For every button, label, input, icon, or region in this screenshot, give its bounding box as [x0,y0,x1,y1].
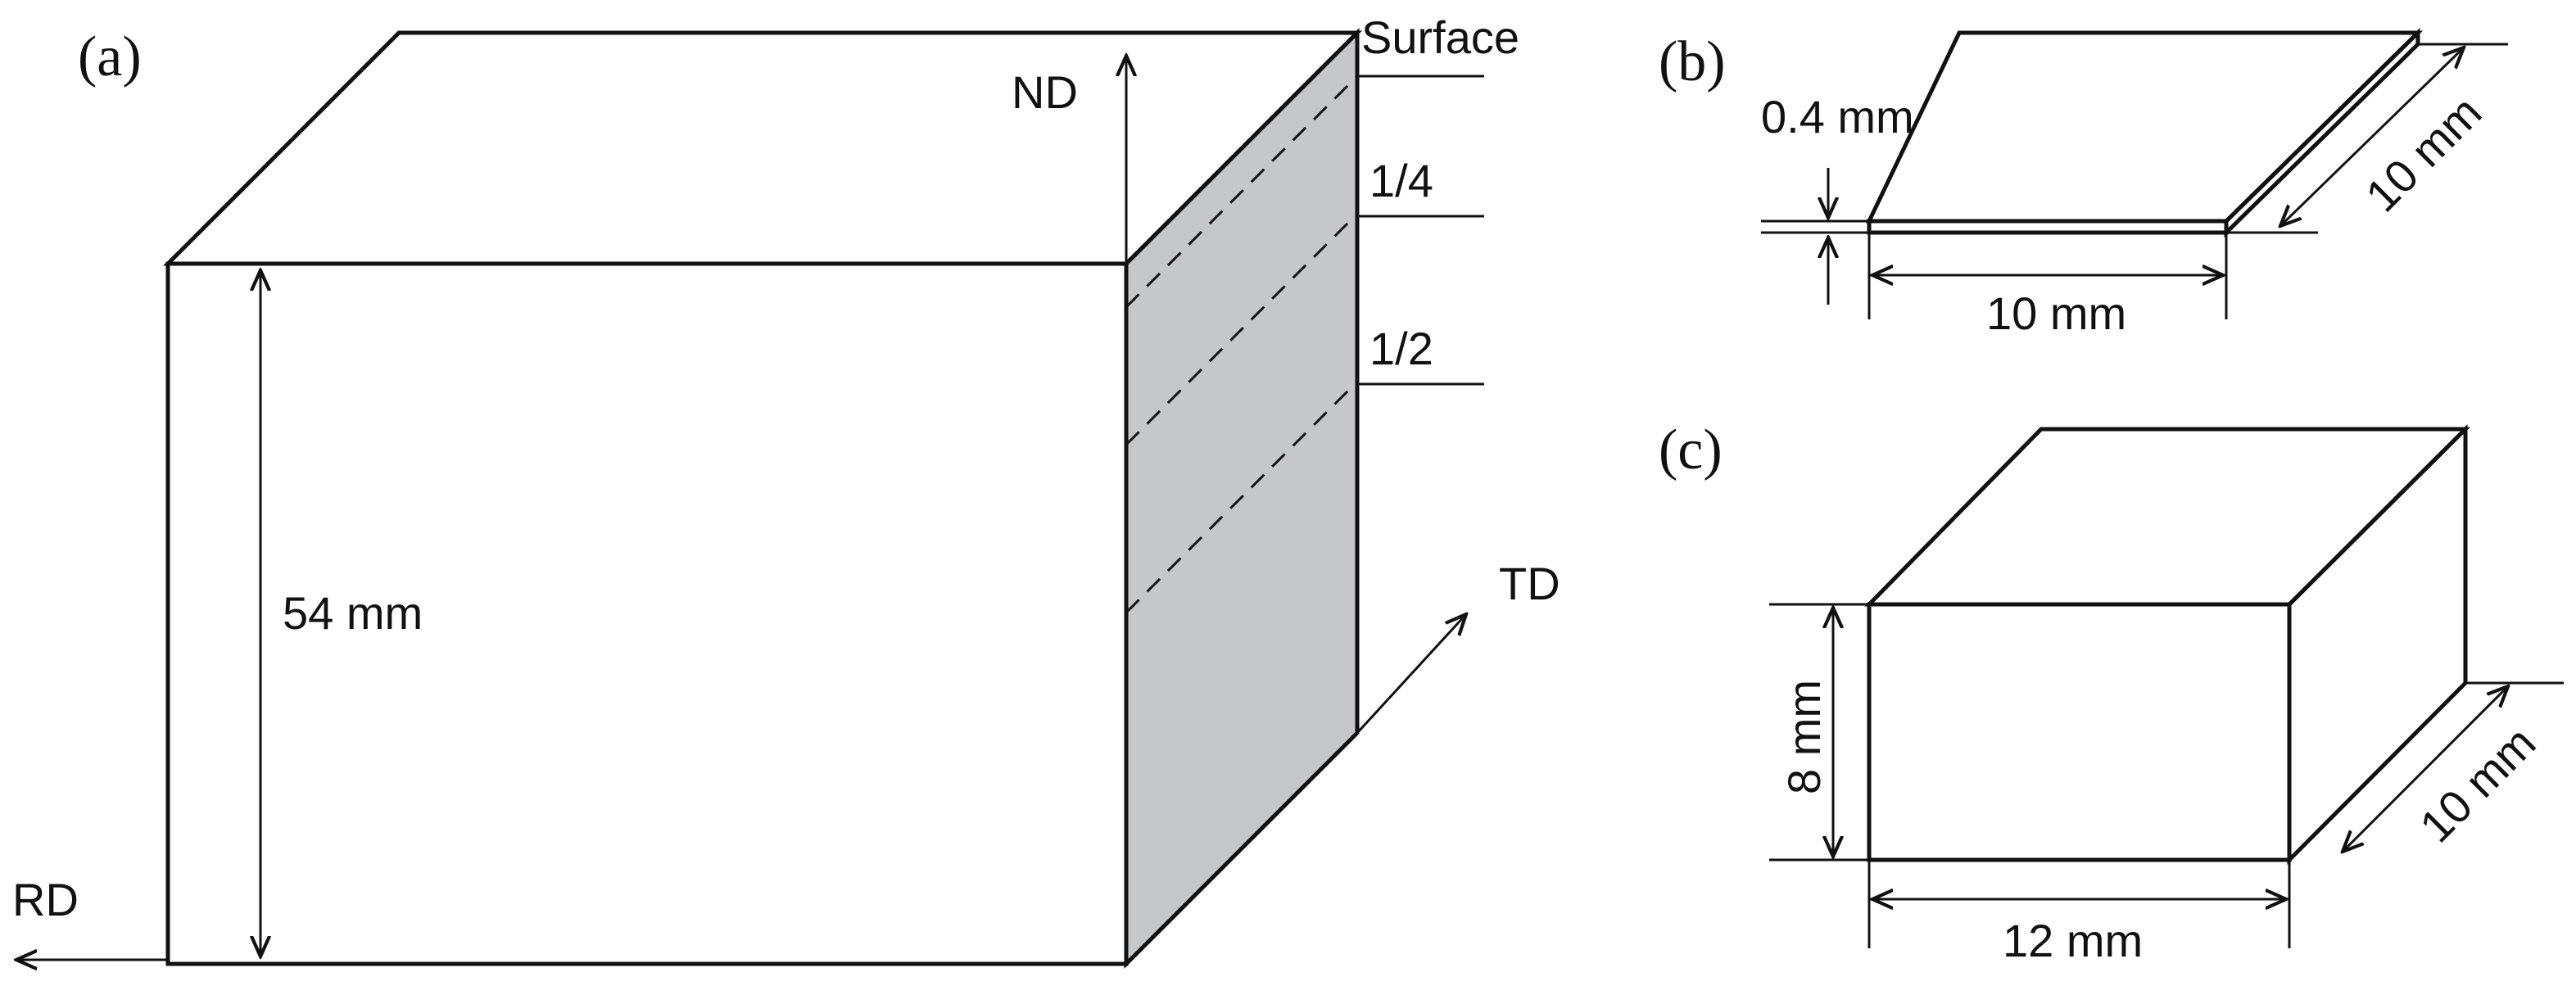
nd-axis-label: ND [1012,66,1078,118]
panel-c-label: (c) [1659,418,1723,482]
plate-depth-label: 10 mm [2356,86,2492,222]
plate-front-face [1867,219,2229,235]
block-c-height-label: 8 mm [1778,680,1830,794]
panel-a: (a) ND TD RD 54 mm Surface 1/4 1/2 [12,11,1560,964]
panel-b-label: (b) [1659,30,1726,93]
quarter-depth-dashed-line [1125,75,1359,309]
panel-b: (b) 0.4 mm 10 mm 10 mm [1659,28,2508,339]
half-depth-dashed-line [1125,212,1359,446]
panel-a-label: (a) [78,25,142,88]
block-c-depth-label: 10 mm [2410,717,2546,853]
rd-axis-label: RD [12,874,79,925]
plate-width-label: 10 mm [1986,287,2126,339]
block-c-width-label: 12 mm [2003,915,2143,966]
half-level-label: 1/2 [1369,323,1433,374]
plate-thickness-label: 0.4 mm [1761,91,1914,142]
quarter-level-label: 1/4 [1369,155,1433,206]
surface-level-label: Surface [1361,11,1519,63]
td-axis-arrow [1356,614,1466,735]
block-c-depth-arrow [2343,686,2508,852]
lower-dashed-line [1125,380,1359,614]
plate-depth-arrow [2280,47,2464,226]
block-c-front-face [1867,602,2292,862]
td-axis-label: TD [1499,558,1560,609]
height-dimension-label: 54 mm [283,587,423,639]
panel-c: (c) 8 mm 12 mm 10 mm [1659,418,2564,966]
block-front-face [165,261,1129,966]
